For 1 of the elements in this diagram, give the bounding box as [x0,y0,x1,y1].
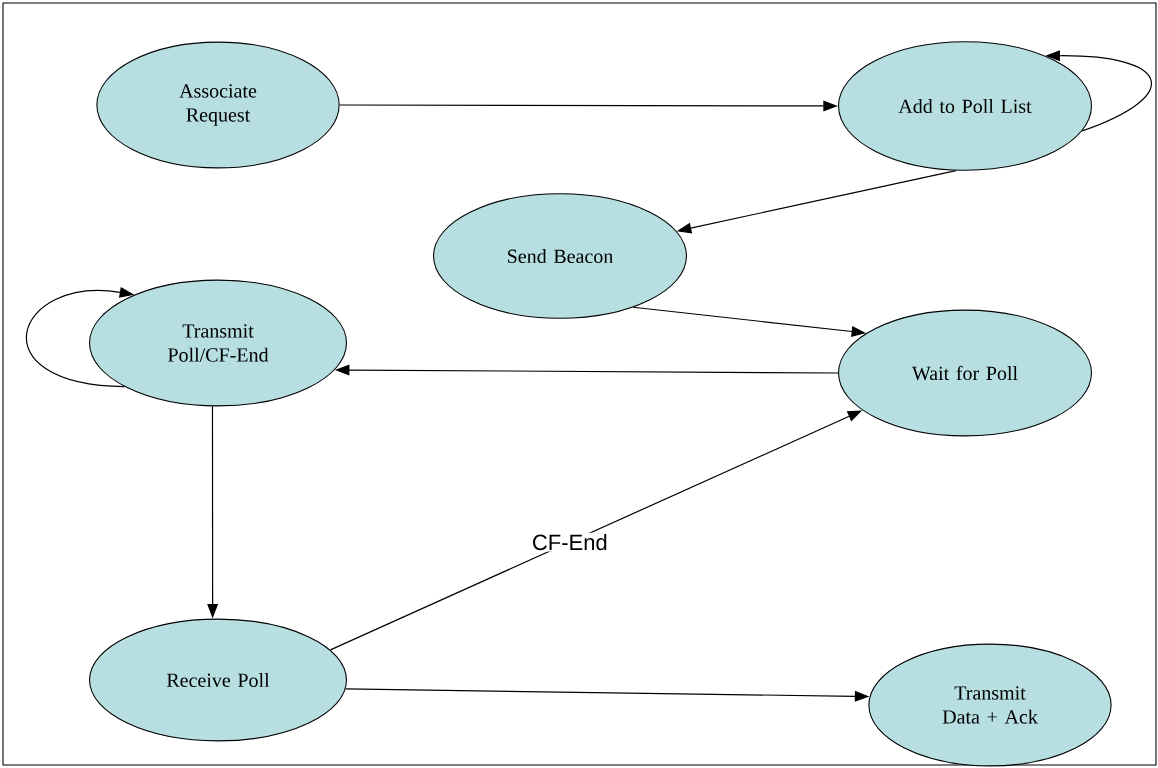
edge-label: CF-End [530,532,610,552]
